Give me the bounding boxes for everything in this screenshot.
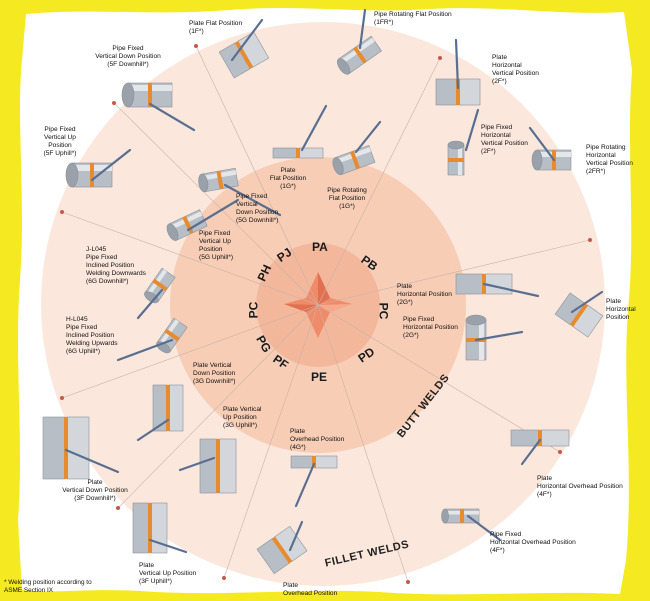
label-pipe-fixed-horizontal-vertical-2f: Pipe Fixed Horizontal Vertical Position … [481,124,528,155]
label-pipe-fixed-horizontal-overhead-4f: Pipe Fixed Horizontal Overhead Position … [490,531,576,554]
code-pa: PA [312,240,328,254]
electrode-5f [148,102,196,132]
specimen-plate-3g-down [152,384,184,432]
electrode-pipe-2g [474,330,524,342]
specimen-pipe-rotating-1fr [336,35,382,75]
electrode-1g [300,104,328,152]
label-plate-vertical-up-3g: Plate Vertical Up Position (3G Uphill*) [223,406,262,429]
specimen-pipe-fixed-5f [121,82,173,108]
code-pe: PE [311,370,328,384]
specimen-pipe-rotating-2fr [531,149,572,171]
electrode-6g-up [116,338,174,362]
electrode-2g [482,282,540,298]
specimen-plate-4g [290,455,338,469]
specimen-plate-2f [435,78,481,106]
label-plate-overhead-bottom: Plate Overhead Position [283,582,338,597]
electrode-pipe-2f [464,108,480,152]
label-h-l045: H-L045 Pipe Fixed Inclined Position Weld… [66,316,118,355]
label-plate-vertical-down-3f: Plate Vertical Down Position (3F Downhil… [62,479,128,502]
specimen-plate-3f-down [42,416,90,480]
label-plate-horizontal-vertical-2f: Plate Horizontal Vertical Position (2F*) [492,54,539,85]
electrode-5f-up [90,148,132,182]
electrode-3f-up [148,538,188,554]
specimen-plate-4f [510,429,570,447]
label-plate-overhead-4g: Plate Overhead Position (4G*) [290,428,345,451]
electrode-pipe-1g [354,120,382,154]
electrode-2f [454,38,460,90]
label-pipe-fixed-horizontal-2g: Pipe Fixed Horizontal Position (2G*) [403,316,458,339]
specimen-pipe-fixed-5f-up [65,162,113,188]
label-plate-horizontal-2g: Plate Horizontal Position (2G*) [397,283,452,306]
code-pc-right: PC [376,302,391,320]
specimen-pipe-6g-down [144,267,176,304]
electrode-5g-up [186,198,240,232]
label-pipe-fixed-vertical-down-5f: Pipe Fixed Vertical Down Position (5F Do… [95,45,161,68]
label-plate-vertical-up-3f: Plate Vertical Up Position (3F Uphill*) [139,562,197,585]
electrode-1f [230,18,264,62]
specimen-pipe-rotating-1g [332,145,376,176]
label-j-l045: J-L045 Pipe Fixed Inclined Position Weld… [86,246,146,285]
electrode-1fr [358,8,367,50]
specimen-pipe-fixed-2g [465,314,487,361]
electrode-horizontal-right [570,290,604,314]
code-pc-left: PC [246,301,261,319]
electrode-3f-down [64,448,120,474]
electrode-3g-up [178,456,216,472]
radial-lines [61,45,591,583]
label-plate-vertical-down-3g: Plate Vertical Down Position (3G Downhil… [193,362,236,385]
specimen-plate-horizontal-right [554,292,604,338]
footnote: * Welding position according to ASME Sec… [4,579,92,594]
specimen-pipe-fixed-5g-down [198,167,239,193]
specimen-pipe-fixed-2f [447,140,465,176]
electrode-6g-down [136,288,164,320]
label-plate-horizontal-overhead-4f: Plate Horizontal Overhead Position (4F*) [537,475,623,498]
label-pipe-rotating-horizontal-vertical-2fr: Pipe Rotating Horizontal Vertical Positi… [586,144,633,175]
specimen-plate-3g-up [199,438,237,494]
label-plate-flat: Plate Flat Position (1F*) [189,20,243,35]
label-plate-horizontal-right: Plate Horizontal Position [606,298,636,321]
label-pipe-rotating-flat-1g: Pipe Rotating Flat Position (1G*) [327,187,367,210]
label-pipe-rotating-flat-1fr: Pipe Rotating Flat Position (1FR*) [374,11,452,26]
electrode-3g-down [136,418,170,442]
specimen-plate-overhead-bottom [256,525,308,575]
electrode-4g [294,462,316,508]
specimen-illustrations [42,8,604,575]
specimen-plate-flat-1g [272,147,324,159]
label-pipe-fixed-vertical-up-5g: Pipe Fixed Vertical Up Position (5G Uphi… [199,230,234,261]
leader-dots [60,44,592,584]
electrode-overhead-bottom [288,520,304,552]
label-pipe-fixed-vertical-up-5f: Pipe Fixed Vertical Up Position (5F Uphi… [43,126,77,157]
electrode-5g-down [223,183,282,217]
label-pipe-fixed-vertical-down-5g: Pipe Fixed Vertical Down Position (5G Do… [236,193,279,224]
specimen-plate-3f-up [132,502,168,554]
electrode-pipe-4f [466,514,502,542]
label-plate-flat-1g: Plate Flat Position (1G*) [269,167,307,190]
specimen-pipe-fixed-4f [441,508,480,524]
electrode-4f [520,438,542,466]
electrode-2fr [528,126,556,162]
